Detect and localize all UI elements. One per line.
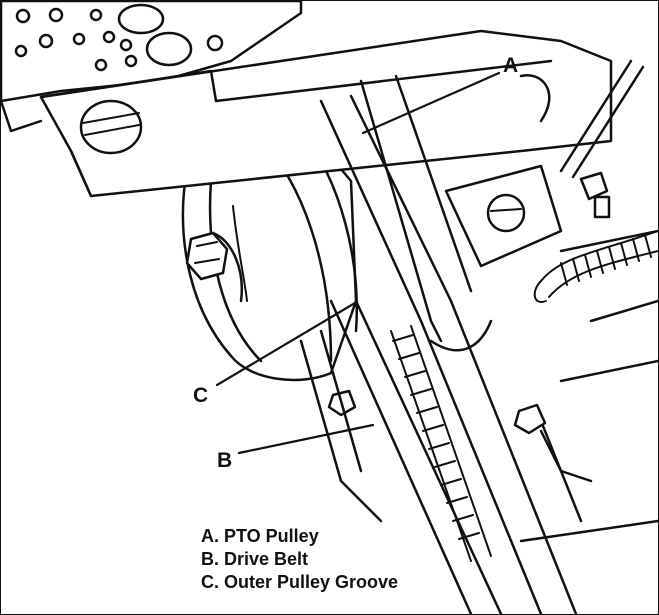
lower-bolts bbox=[299, 329, 593, 523]
legend-item-a: A. PTO Pulley bbox=[201, 526, 319, 546]
legend-item-c: C. Outer Pulley Groove bbox=[201, 572, 399, 592]
leader-line-a bbox=[361, 71, 501, 135]
leader-lines bbox=[215, 71, 501, 455]
idler-plate bbox=[444, 164, 563, 268]
legend-item-b: B. Drive Belt bbox=[201, 549, 309, 569]
leader-line-c bbox=[215, 301, 357, 387]
adjusting-rod bbox=[519, 59, 645, 219]
lower-spring bbox=[390, 325, 492, 562]
callout-c: C bbox=[193, 384, 209, 407]
tension-spring bbox=[533, 230, 658, 303]
callout-a: A bbox=[503, 54, 519, 77]
leader-line-b bbox=[237, 423, 375, 455]
legend: A. PTO Pulley B. Drive Belt C. Outer Pul… bbox=[201, 525, 398, 594]
perforated-deck-plate bbox=[1, 1, 303, 133]
callout-b: B bbox=[217, 449, 233, 472]
